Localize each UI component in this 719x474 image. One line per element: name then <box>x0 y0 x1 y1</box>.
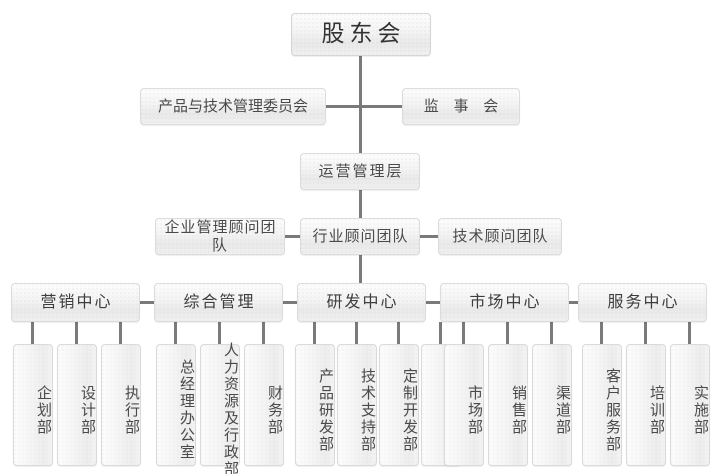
node-execution-dept[interactable]: 执行部 <box>101 344 141 466</box>
connector-advisory-right-link <box>420 235 438 238</box>
connector-stub-market <box>462 322 465 344</box>
node-market-center[interactable]: 市场中心 <box>440 283 569 322</box>
node-planning-dept[interactable]: 企划部 <box>13 344 53 466</box>
connector-stub-sales <box>506 322 509 344</box>
connector-shareholders-to-committees <box>359 55 362 107</box>
connector-operations-to-advisory <box>359 190 362 218</box>
dept-label: 市场部 <box>466 384 484 436</box>
node-custom-dev-dept[interactable]: 定制开发部 <box>379 344 419 466</box>
dept-label: 设计部 <box>79 384 97 436</box>
node-tech-support-dept[interactable]: 技术支持部 <box>337 344 377 466</box>
dept-label: 财务部 <box>266 384 284 436</box>
node-product-rd-dept[interactable]: 产品研发部 <box>295 344 335 466</box>
node-rd-center[interactable]: 研发中心 <box>297 283 426 322</box>
dept-label: 人力资源及行政部 <box>222 342 240 474</box>
connector-center-link-1 <box>140 301 154 304</box>
connector-stub-product-rd <box>313 322 316 344</box>
node-design-dept[interactable]: 设计部 <box>57 344 97 466</box>
connector-stub-design <box>75 322 78 344</box>
dept-label: 培训部 <box>648 384 666 436</box>
connector-stub-tech-support <box>355 322 358 344</box>
dept-label: 定制开发部 <box>401 367 419 453</box>
dept-label: 销售部 <box>510 384 528 436</box>
connector-stub-customer-service <box>600 322 603 344</box>
dept-label: 客户服务部 <box>604 367 622 453</box>
node-technical-advisory-team[interactable]: 技术顾问团队 <box>438 218 562 255</box>
dept-label: 企划部 <box>35 384 53 436</box>
dept-label: 实施部 <box>692 384 710 436</box>
node-market-dept[interactable]: 市场部 <box>444 344 484 466</box>
connector-center-link-4 <box>569 301 578 304</box>
dept-label: 总经理办公室 <box>178 359 196 461</box>
dept-label: 执行部 <box>123 384 141 436</box>
node-general-management[interactable]: 综合管理 <box>154 283 283 322</box>
node-gm-office[interactable]: 总经理办公室 <box>156 344 196 466</box>
node-operations-management[interactable]: 运营管理层 <box>300 153 420 190</box>
dept-label: 渠道部 <box>554 384 572 436</box>
node-product-tech-committee[interactable]: 产品与技术管理委员会 <box>140 88 326 125</box>
node-customer-service-dept[interactable]: 客户服务部 <box>582 344 622 466</box>
node-industry-advisory-team[interactable]: 行业顾问团队 <box>300 218 420 255</box>
connector-committee-crossbar <box>326 105 402 108</box>
connector-advisory-to-centers <box>359 255 362 283</box>
connector-center-link-2 <box>283 301 297 304</box>
connector-stub-requirements <box>439 322 442 344</box>
node-supervisory-board[interactable]: 监 事 会 <box>402 88 520 125</box>
connector-stub-finance <box>262 322 265 344</box>
node-hr-admin-dept[interactable]: 人力资源及行政部 <box>200 342 240 474</box>
dept-label: 技术支持部 <box>359 367 377 453</box>
connector-stub-implementation <box>688 322 691 344</box>
connector-stub-custom-dev <box>397 322 400 344</box>
node-shareholders-meeting[interactable]: 股东会 <box>291 13 431 56</box>
connector-center-link-3 <box>426 301 440 304</box>
connector-stub-gm-office <box>174 322 177 344</box>
node-sales-dept[interactable]: 销售部 <box>488 344 528 466</box>
node-marketing-center[interactable]: 营销中心 <box>11 283 140 322</box>
connector-stub-execution <box>119 322 122 344</box>
connector-advisory-left-link <box>285 235 300 238</box>
connector-stub-planning <box>31 322 34 344</box>
node-enterprise-advisory-team[interactable]: 企业管理顾问团队 <box>155 218 285 255</box>
dept-label: 产品研发部 <box>317 367 335 453</box>
node-implementation-dept[interactable]: 实施部 <box>670 344 710 466</box>
node-finance-dept[interactable]: 财务部 <box>244 344 284 466</box>
connector-committees-to-operations <box>359 105 362 153</box>
node-training-dept[interactable]: 培训部 <box>626 344 666 466</box>
connector-stub-training <box>644 322 647 344</box>
node-service-center[interactable]: 服务中心 <box>578 283 707 322</box>
node-channel-dept[interactable]: 渠道部 <box>532 344 572 466</box>
connector-stub-hr-admin <box>218 322 221 344</box>
connector-stub-channel <box>550 322 553 344</box>
